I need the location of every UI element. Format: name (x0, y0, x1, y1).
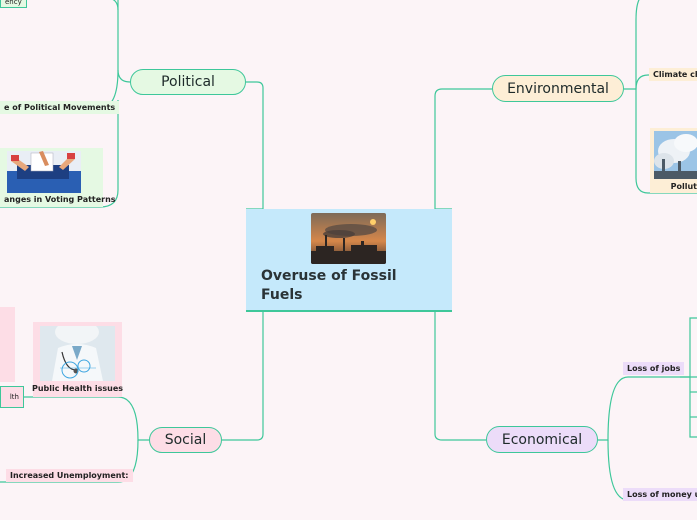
voting-card[interactable]: anges in Voting Patterns (0, 148, 116, 207)
social-topic-fragment[interactable]: lth (0, 386, 24, 408)
economical-topic-money[interactable]: Loss of money us (623, 488, 697, 501)
branch-political[interactable]: Political (130, 69, 246, 95)
central-topic[interactable]: Overuse of Fossil Fuels (246, 209, 452, 312)
political-topic-top[interactable]: ency (0, 0, 27, 8)
public-health-image (40, 320, 115, 381)
public-health-label: Public Health issues (32, 384, 124, 393)
voting-label: anges in Voting Patterns (4, 195, 116, 204)
central-title: Overuse of Fossil Fuels (261, 268, 397, 303)
pollution-label: Pollut (670, 182, 697, 191)
social-topic-unemployment[interactable]: Increased Unemployment: (6, 469, 133, 482)
branch-social-label: Social (164, 432, 207, 448)
branch-political-label: Political (161, 74, 215, 90)
public-health-card[interactable]: Public Health issues (32, 320, 124, 397)
political-topic-movements[interactable]: e of Political Movements (0, 101, 120, 114)
branch-social[interactable]: Social (149, 427, 222, 453)
branch-economical-label: Economical (501, 431, 583, 448)
branch-environmental-label: Environmental (507, 80, 609, 97)
pollution-image (654, 131, 697, 179)
pollution-card[interactable]: Pollut (650, 128, 697, 193)
branch-economical[interactable]: Economical (486, 426, 598, 453)
social-left-card[interactable] (0, 307, 15, 382)
factory-smoke-image (311, 213, 386, 264)
branch-environmental[interactable]: Environmental (492, 75, 624, 102)
economical-topic-jobs[interactable]: Loss of jobs (623, 362, 685, 375)
voting-image (7, 151, 81, 193)
environmental-topic-climate[interactable]: Climate ch (649, 68, 697, 81)
